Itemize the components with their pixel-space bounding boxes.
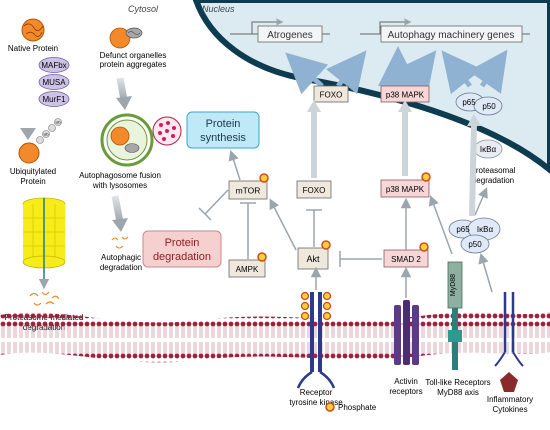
p38-nuclear-node: p38 MAPK	[380, 85, 430, 103]
p38-nuclear-label: p38 MAPK	[386, 91, 425, 100]
proteasome-icon	[22, 197, 66, 290]
foxo-label: FOXO	[303, 186, 326, 195]
p50-nuclear-label: p50	[482, 102, 496, 111]
akt-node: Akt	[297, 240, 331, 270]
autophagy-genes-label: Autophagy machinery genes	[388, 30, 515, 41]
ubiquitylation-arrowhead	[20, 128, 36, 140]
ampk-node: AMPK	[228, 252, 267, 278]
protein-synthesis-label-1: Protein	[206, 118, 241, 130]
nucleus-label: Nucleus	[202, 4, 235, 14]
protein-synthesis-label-2: synthesis	[200, 132, 246, 144]
myd88-label: MyD88	[450, 274, 457, 296]
ampk-label: AMPK	[236, 265, 259, 274]
ikba-free-label: IκBα	[480, 145, 497, 154]
autophagosome-icon	[100, 113, 154, 167]
ikba-label: IκBα	[477, 225, 494, 234]
autophagosome-label-2: with lysosomes	[92, 181, 147, 190]
p65-label: p65	[456, 225, 470, 234]
foxo-nuclear-label: FOXO	[320, 91, 343, 100]
pathway-arrows	[198, 149, 493, 293]
murf1-label: MurF1	[42, 95, 66, 104]
tlr-label-2: MyD88 axis	[437, 388, 479, 397]
gene-autophagy: Autophagy machinery genes	[360, 18, 530, 43]
cytokines-label-1: Inflammatory	[487, 395, 533, 404]
nuclear-import-arrows	[307, 100, 481, 217]
protein-degradation-label-1: Protein	[165, 237, 200, 249]
atrogenes-label: Atrogenes	[267, 30, 313, 41]
mafbx-label: MAFbx	[41, 61, 66, 70]
protein-degradation-box: Protein degradation	[142, 230, 222, 268]
autophagosome-label-1: Autophagosome fusion	[79, 171, 161, 180]
nuclear-arrows	[285, 46, 508, 95]
musa-label: MUSA	[42, 78, 66, 87]
degraded-fragments	[29, 291, 60, 306]
defunct-label-2: protein aggregates	[100, 60, 167, 69]
autophagic-fragments	[111, 236, 129, 249]
protein-aggregates-icon	[109, 27, 143, 49]
p50-label: p50	[468, 240, 482, 249]
ub-tag-label: Ub	[55, 120, 61, 125]
tlr-label-1: Toll-like Receptors	[425, 378, 490, 387]
protein-synthesis-box: Protein synthesis	[186, 111, 260, 149]
autophagy-arrow-2	[111, 195, 124, 223]
cytosol-label: Cytosol	[128, 4, 159, 14]
foxo-node: FOXO	[296, 180, 332, 199]
native-protein-label: Native Protein	[8, 44, 58, 53]
receptor-tyrosine-kinase	[296, 266, 336, 389]
autophagic-label-1: Autophagic	[101, 253, 141, 262]
autophagy-arrow-1	[116, 77, 128, 101]
ubiquitylated-label-1: Ubiquitylated	[10, 167, 56, 176]
protein-degradation-label-2: degradation	[153, 251, 211, 263]
rtk-label-2: tyrosine kinase	[289, 398, 343, 407]
ubiquitylated-label-2: Protein	[20, 177, 45, 186]
p65-nuclear-label: p65	[462, 98, 476, 107]
activin-label-2: receptors	[389, 387, 422, 396]
gene-atrogenes: Atrogenes	[230, 18, 330, 43]
nfkb-complex: p65 IκBα p50	[448, 217, 501, 254]
ub-tag-label: Ub	[43, 132, 49, 137]
cytokines-label-2: Cytokines	[492, 405, 527, 414]
mtor-node: mTOR	[228, 173, 269, 200]
rtk-label-1: Receptor	[300, 388, 333, 397]
ubiquitylated-protein: Ub Ub	[18, 118, 62, 164]
akt-label: Akt	[306, 254, 320, 264]
phosphate-legend: Phosphate	[325, 402, 377, 412]
foxo-nuclear-node: FOXO	[313, 85, 349, 103]
mtor-label: mTOR	[236, 186, 261, 196]
p38-label: p38 MAPK	[386, 185, 425, 194]
autophagy-arrowhead-2	[112, 218, 128, 232]
p38-node: p38 MAPK	[380, 172, 431, 198]
phosphate-legend-label: Phosphate	[338, 403, 377, 412]
activin-receptor	[394, 266, 419, 365]
autophagic-label-2: degradation	[100, 263, 142, 272]
e3-ligases: MAFbx MUSA MurF1	[38, 57, 70, 107]
cytokine-receptor	[494, 292, 524, 392]
activin-label-1: Activin	[394, 377, 418, 386]
native-protein	[21, 18, 45, 42]
proteasomal-label-1: Proteasomal	[471, 166, 516, 175]
cell-membrane	[0, 312, 550, 363]
autophagy-arrowhead-1	[116, 96, 132, 110]
smad2-label: SMAD 2	[391, 255, 421, 264]
myd88-tlr: MyD88	[447, 261, 463, 370]
proteasomal-label-2: degradation	[472, 176, 514, 185]
ikba-free-node: IκBα	[473, 139, 503, 159]
defunct-label-1: Defunct organelles	[100, 51, 167, 60]
lysosome-icon	[152, 116, 182, 146]
nfkb-nuclear-node: p65 p50	[455, 92, 503, 116]
